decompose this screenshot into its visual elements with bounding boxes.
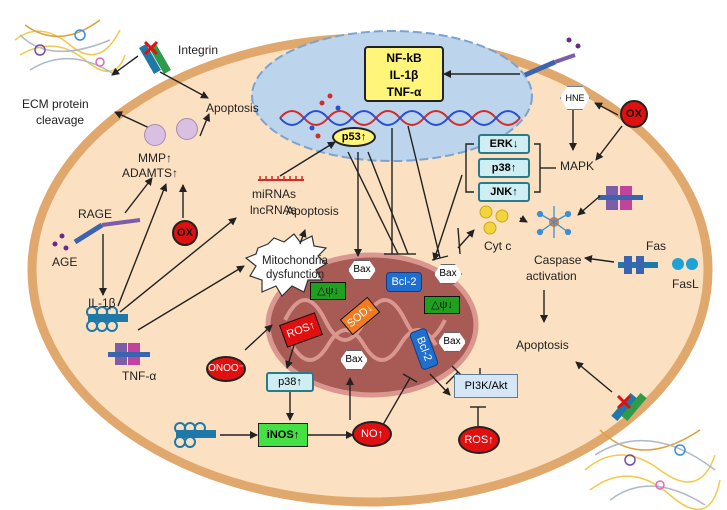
mapk-bracket [465,143,556,193]
fasl-label: FasL [672,277,699,291]
apoptosis-top-label: Apoptosis [206,101,259,115]
adamts-label: ADAMTS↑ [122,166,179,180]
caspase-label-line1: Caspase [534,253,582,267]
right-receptor [598,186,643,210]
ecm-cleavage-label-line2: cleavage [36,113,85,127]
bax-lower-hexagon: Bax [340,350,368,370]
hne-hexagon: HNE [560,86,590,110]
tnfa-receptor [108,343,150,365]
adamts-enzyme-icon [176,118,198,140]
cyt-c-label: Cyt c [484,239,512,253]
il1b-receptor-label: IL-1β [88,296,116,310]
p38-lower-box: p38↑ [266,372,314,392]
top-right-receptor [524,37,581,78]
delta-psi-left-badge: △ψ↓ [310,282,346,300]
bax-right-hexagon: Bax [434,264,462,284]
integrin-receptor-top [139,40,171,74]
il1b-nucleus-label: IL-1β [389,68,419,82]
erk-box: ERK↓ [478,134,530,154]
rage-receptor [52,218,141,251]
apoptosis-right-label: Apoptosis [516,338,569,352]
mirnas-label: miRNAs [252,187,296,201]
tnfa-nucleus-label: TNF-α [386,85,422,99]
il1b-receptor [86,306,128,332]
nfkb-label: NF-kB [386,51,422,65]
ros-bottom-badge: ROS↑ [458,426,500,454]
rage-label: RAGE [78,207,113,221]
dna-fragments [309,93,341,139]
fas-receptor [618,256,698,274]
cyt-c-molecules [479,205,509,235]
nucleus-cytokines-box: NF-kB IL-1β TNF-α [364,46,444,102]
no-badge: NO↑ [352,421,392,447]
integrin-receptor-bottom [611,392,647,422]
dna-helix [279,110,521,126]
pi3k-akt-box: PI3K/Akt [454,374,518,398]
jnk-box: JNK↑ [478,182,530,202]
tnfa-receptor-label: TNF-α [122,369,157,383]
delta-psi-right-badge: △ψ↓ [424,296,460,314]
mmp-label: MMP↑ [138,151,172,165]
caspase-complex [536,206,572,238]
bottom-left-receptor [174,422,216,448]
ecm-fibers-top-left [14,19,126,76]
lncrnas-label: lncRNAs [250,203,297,217]
onoo-badge: ONOO⁻ [206,356,246,382]
integrin-label: Integrin [178,43,219,57]
pathway-arrows [99,55,623,439]
age-label: AGE [52,255,78,269]
mito-dysfunction-label-line2: dysfunction [266,269,325,281]
p38-mapk-box: p38↑ [478,158,530,178]
ecm-cleavage-label-line1: ECM protein [22,97,89,111]
bcl2-top-badge: Bcl-2 [386,272,422,292]
ox-right-badge: OX [620,100,648,128]
mapk-label: MAPK [560,159,595,173]
bax-top-hexagon: Bax [348,260,376,280]
bax-mid-hexagon: Bax [438,332,466,352]
mito-dysfunction-burst [244,233,328,297]
ox-left-badge: OX [172,220,198,246]
apoptosis-center-label: Apoptosis [286,204,339,218]
mito-dysfunction-label-line1: Mitochondria [262,255,328,267]
p53-badge: p53↑ [332,127,376,147]
fas-label: Fas [646,239,667,253]
ecm-fibers-bottom-right [584,429,721,510]
mmp-enzyme-icon [144,124,166,146]
inos-box: iNOS↑ [258,423,308,447]
caspase-label-line2: activation [526,269,577,283]
